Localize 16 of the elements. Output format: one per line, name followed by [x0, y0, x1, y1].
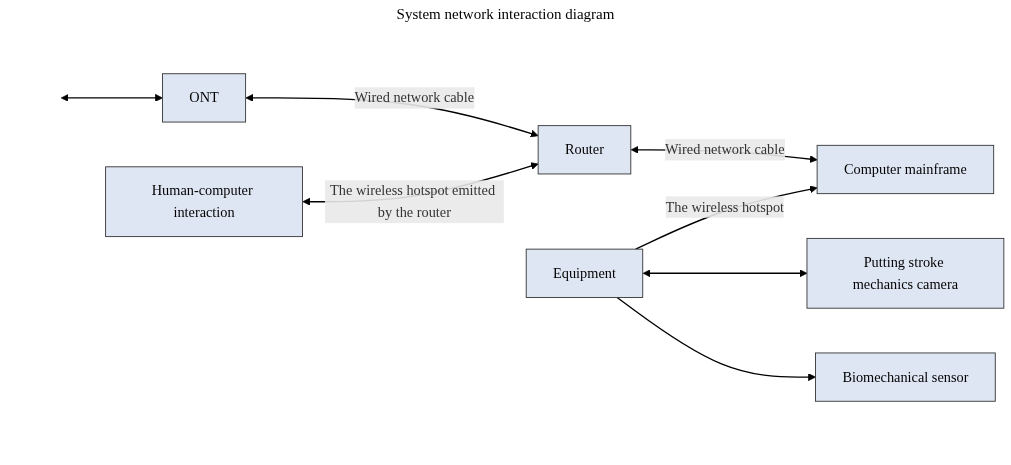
node-box: Router [537, 125, 632, 175]
node-box: Biomechanical sensor [815, 352, 996, 402]
node-box: Putting stroke mechanics camera [806, 237, 1005, 309]
arrow [642, 269, 808, 278]
edge-label: Wired network cable [354, 89, 475, 106]
arrow [60, 93, 163, 102]
node-box: ONT [162, 73, 247, 123]
arrow [635, 185, 818, 250]
diagram-title: System network interaction diagram [395, 6, 616, 23]
node-box: Equipment [525, 248, 644, 298]
edge-label: Wired network cable [665, 141, 785, 157]
edge-label: The wireless hotspot emitted by the router [330, 182, 496, 220]
node-box: Computer mainframe [816, 144, 995, 195]
arrow [616, 296, 816, 382]
node-box: Human-computer interaction [105, 166, 303, 238]
edge-label: The wireless hotspot [665, 199, 785, 215]
